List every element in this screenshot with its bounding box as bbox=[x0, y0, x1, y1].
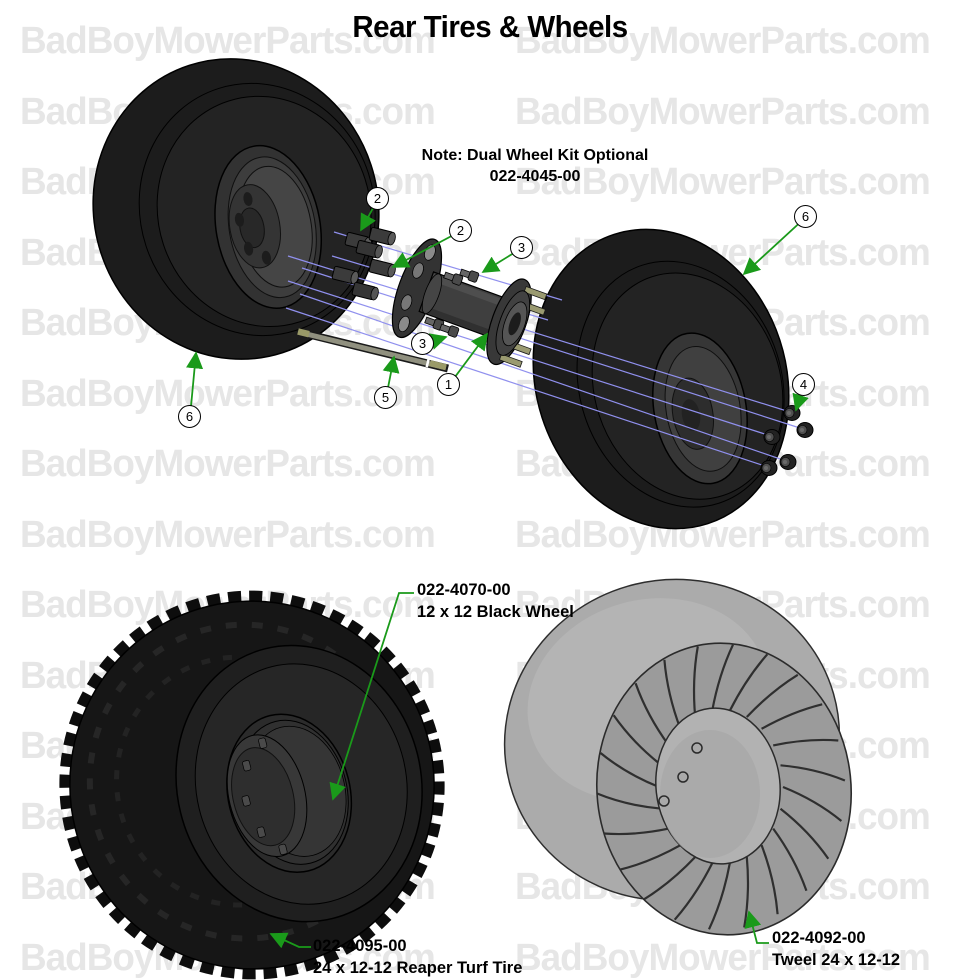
callout-2: 2 bbox=[449, 219, 472, 242]
axle-shaft bbox=[297, 328, 449, 373]
rear-tire-left bbox=[92, 58, 380, 360]
part-number: 022-4095-00 bbox=[313, 937, 407, 955]
lug-nuts bbox=[760, 405, 814, 476]
leader-lines bbox=[269, 592, 769, 949]
note-dual-wheel-kit: Note: Dual Wheel Kit Optional 022-4045-0… bbox=[405, 145, 665, 187]
part-description: Tweel 24 x 12-12 bbox=[772, 951, 901, 969]
black-wheel bbox=[226, 713, 353, 874]
tweel-tire bbox=[503, 578, 853, 936]
label-black-wheel: 022-4070-00 12 x 12 Black Wheel bbox=[417, 579, 574, 623]
watermark-text: BadBoyMowerParts.com bbox=[515, 936, 931, 979]
watermark-text: BadBoyMowerParts.com bbox=[20, 443, 436, 485]
watermark-text: BadBoyMowerParts.com bbox=[515, 161, 931, 203]
callout-3: 3 bbox=[510, 236, 533, 259]
callout-6: 6 bbox=[794, 205, 817, 228]
label-tweel: 022-4092-00 Tweel 24 x 12-12 bbox=[772, 927, 900, 971]
part-description: 24 x 12-12 Reaper Turf Tire bbox=[313, 959, 523, 977]
wheel-right bbox=[652, 332, 748, 485]
part-number: 022-4092-00 bbox=[772, 929, 866, 947]
watermark-text: BadBoyMowerParts.com bbox=[20, 513, 436, 556]
watermark-text: BadBoyMowerParts.com bbox=[20, 372, 436, 415]
watermark-text: BadBoyMowerParts.com bbox=[515, 513, 931, 556]
label-turf-tire: 022-4095-00 24 x 12-12 Reaper Turf Tire bbox=[313, 935, 522, 979]
page-title: Rear Tires & Wheels bbox=[352, 9, 628, 44]
callout-3: 3 bbox=[411, 332, 434, 355]
reaper-turf-tire bbox=[59, 590, 445, 980]
hub-bolts bbox=[424, 268, 480, 338]
callout-1: 1 bbox=[437, 373, 460, 396]
part-description: 12 x 12 Black Wheel bbox=[417, 603, 574, 621]
callout-5: 5 bbox=[374, 386, 397, 409]
note-line2: 022-4045-00 bbox=[489, 168, 581, 185]
rear-tire-right bbox=[532, 228, 790, 530]
callout-4: 4 bbox=[792, 373, 815, 396]
note-line1: Note: Dual Wheel Kit Optional bbox=[421, 147, 649, 164]
callout-2: 2 bbox=[366, 187, 389, 210]
callout-6: 6 bbox=[178, 405, 201, 428]
wheel-left bbox=[214, 144, 323, 309]
watermark-text: BadBoyMowerParts.com bbox=[515, 20, 931, 62]
part-number: 022-4070-00 bbox=[417, 581, 511, 599]
hub-assembly bbox=[391, 238, 548, 368]
watermark-text: BadBoyMowerParts.com bbox=[20, 20, 436, 62]
watermark-text: BadBoyMowerParts.com bbox=[515, 90, 931, 133]
